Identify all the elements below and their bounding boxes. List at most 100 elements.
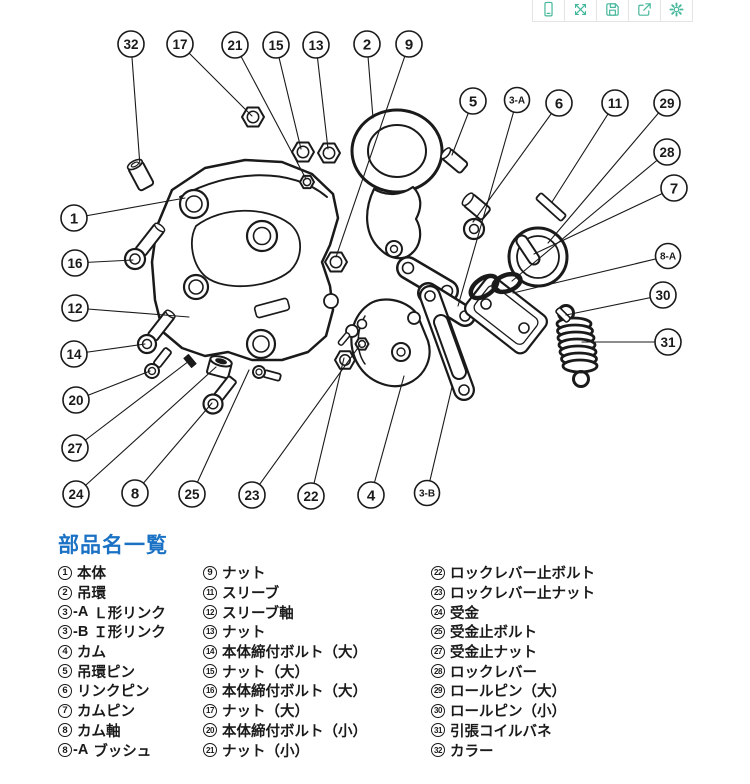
part-number-suffix: -A: [73, 604, 89, 621]
part-item: 17 ナット（大）: [203, 701, 367, 721]
save-button[interactable]: [596, 0, 629, 22]
svg-text:5: 5: [469, 93, 477, 110]
part-name: ロックレバー止ナット: [450, 586, 595, 603]
part-name: 吊環ピン: [77, 664, 135, 681]
part-number-badge: 17: [203, 703, 217, 718]
part-number-badge: 1: [58, 565, 72, 580]
callout-11: 11: [551, 89, 629, 203]
part-name: ナット（大）: [222, 704, 309, 721]
cam-part: [350, 298, 431, 388]
callout-5: 5: [451, 87, 487, 156]
callout-15: 15: [262, 31, 302, 150]
hex-nut-part: [317, 142, 341, 164]
callout-6: 6: [472, 89, 573, 223]
part-item: 2 吊環: [58, 583, 166, 603]
svg-text:27: 27: [67, 441, 82, 456]
settings-button[interactable]: [660, 0, 693, 22]
fullscreen-icon: [574, 3, 587, 16]
part-name: カム軸: [77, 723, 121, 740]
part-number-badge: 11: [203, 585, 217, 600]
part-number-badge: 32: [431, 743, 445, 758]
callout-29: 29: [547, 89, 681, 244]
part-name: 本体: [77, 566, 106, 583]
svg-text:3-B: 3-B: [419, 489, 435, 500]
fullscreen-button[interactable]: [564, 0, 597, 22]
part-name: ロックレバー: [450, 664, 537, 681]
mobile-view-button[interactable]: [532, 0, 565, 22]
svg-text:6: 6: [555, 95, 563, 112]
part-number-badge: 22: [431, 565, 445, 580]
svg-text:20: 20: [68, 393, 83, 408]
part-number-badge: 3: [58, 624, 72, 639]
share-button[interactable]: [628, 0, 661, 22]
svg-text:23: 23: [244, 488, 260, 503]
part-name: ロールピン（大）: [450, 684, 566, 701]
callout-2: 2: [353, 30, 381, 119]
callout-8-A: 8-A: [512, 242, 682, 294]
part-number-badge: 20: [203, 723, 217, 738]
lock-lever-part: [419, 285, 475, 401]
svg-text:15: 15: [268, 38, 284, 53]
part-item: 20 本体締付ボルト（小）: [203, 721, 367, 741]
svg-text:13: 13: [308, 38, 324, 53]
part-name: 本体締付ボルト（大）: [222, 645, 367, 662]
save-icon: [606, 3, 619, 16]
part-name: 吊環: [77, 586, 106, 603]
part-number-badge: 14: [203, 644, 217, 659]
svg-text:2: 2: [363, 36, 371, 53]
part-name: ブッシュ: [93, 743, 152, 760]
part-number-badge: 6: [58, 683, 72, 698]
callout-22: 22: [297, 357, 345, 510]
svg-text:11: 11: [608, 96, 623, 111]
part-number-badge: 3: [58, 605, 72, 620]
part-name: 受金止ナット: [450, 645, 537, 662]
svg-text:8: 8: [131, 485, 139, 502]
svg-text:21: 21: [227, 38, 243, 53]
part-number-suffix: -A: [73, 742, 89, 759]
part-name: カラー: [450, 743, 494, 760]
svg-text:24: 24: [68, 487, 84, 502]
mobile-icon: [544, 1, 553, 17]
svg-text:4: 4: [367, 487, 376, 504]
callout-9: 9: [335, 30, 423, 258]
svg-text:8-A: 8-A: [660, 252, 676, 263]
part-name: ロールピン（小）: [450, 704, 566, 721]
part-name: 受金: [450, 605, 479, 622]
svg-text:17: 17: [172, 37, 187, 52]
svg-text:7: 7: [670, 180, 678, 197]
part-name: 本体締付ボルト（大）: [222, 684, 367, 701]
parts-list-title: 部品名一覧: [58, 534, 168, 557]
part-name: Ｉ形リンク: [93, 625, 166, 642]
part-number-badge: 24: [431, 605, 445, 620]
part-name: ナット: [222, 625, 266, 642]
part-number-badge: 2: [58, 585, 72, 600]
svg-text:3-A: 3-A: [509, 96, 525, 107]
part-name: ナット（大）: [222, 664, 309, 681]
viewer-toolbar: [532, 0, 693, 22]
part-name: 本体締付ボルト（小）: [222, 723, 367, 740]
part-number-suffix: -B: [73, 623, 89, 640]
part-name: Ｌ形リンク: [93, 605, 166, 622]
part-number-badge: 4: [58, 644, 72, 659]
callout-16: 16: [61, 249, 134, 277]
exploded-drawing: 32 17 21 15 13 2 9 5 3-A 6 11 29: [60, 30, 688, 510]
part-item: 1 本体: [58, 563, 166, 583]
callout-23: 23: [238, 344, 361, 509]
svg-text:25: 25: [184, 487, 200, 502]
svg-text:29: 29: [659, 96, 674, 111]
callout-3-A: 3-A: [457, 86, 531, 307]
lock-ring-part: [468, 226, 569, 301]
